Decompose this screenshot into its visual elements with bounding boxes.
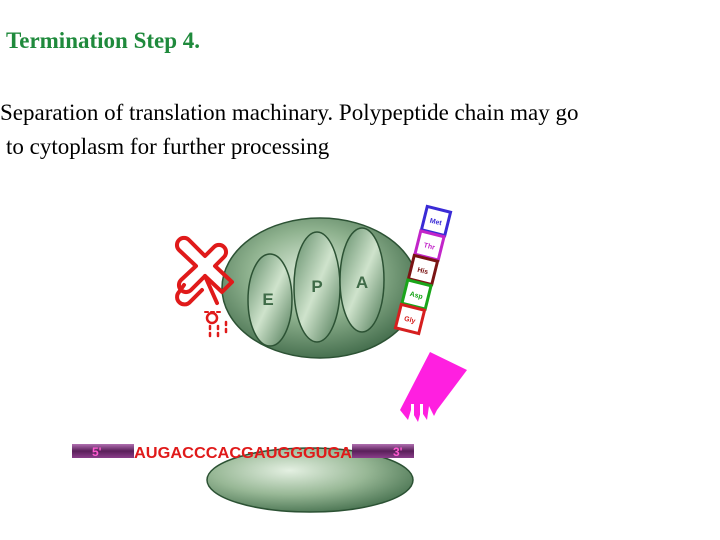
large-ribosomal-subunit: E P A [222, 218, 418, 358]
site-label-a: A [356, 273, 368, 292]
amino-acid-gly: Gly [395, 304, 424, 333]
released-trna [177, 238, 232, 340]
site-label-e: E [262, 290, 273, 309]
mrna-5-prime-label: 5' [92, 445, 102, 459]
site-label-p: P [311, 277, 322, 296]
mrna-sequence: AUGACCCACGAUGGGUGA [134, 445, 352, 462]
release-factor [400, 352, 467, 422]
mrna-3-prime-label: 3' [393, 445, 403, 459]
